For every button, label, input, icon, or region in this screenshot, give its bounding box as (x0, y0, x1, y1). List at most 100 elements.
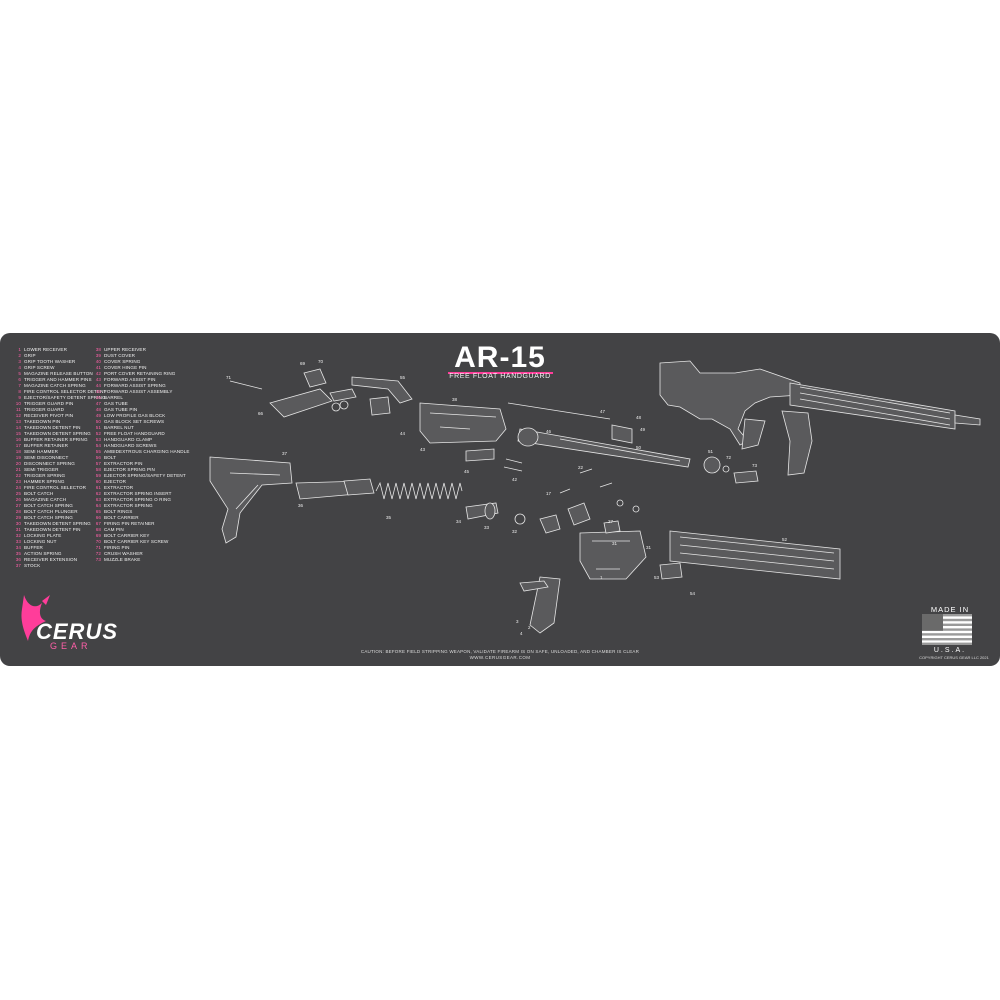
svg-text:73: 73 (752, 463, 758, 468)
website-text: WWW.CERUSGEAR.COM (469, 655, 531, 660)
part-number: 1 (18, 347, 21, 352)
bolt-carrier-group-illustration (229, 368, 391, 418)
part-number: 32 (15, 533, 21, 538)
part-name: TRIGGER GUARD (24, 407, 65, 412)
svg-text:66: 66 (258, 411, 264, 416)
cerus-gear-logo-icon (21, 595, 50, 641)
copyright-text: COPYRIGHT CERUS GEAR LLC 2021 (919, 655, 989, 660)
part-number: 63 (95, 497, 101, 502)
part-number: 56 (95, 455, 101, 460)
part-name: EJECTOR SPRING/SAFETY DETENT (104, 473, 186, 478)
part-name: TAKEDOWN DETENT PIN (24, 425, 81, 430)
part-name: LOCKING NUT (24, 539, 57, 544)
svg-text:38: 38 (452, 397, 458, 402)
part-number: 52 (95, 431, 101, 436)
svg-text:46: 46 (546, 429, 552, 434)
part-number: 35 (15, 551, 21, 556)
buffer-illustration (465, 502, 499, 520)
part-number: 47 (95, 401, 101, 406)
lower-receiver-illustration (579, 530, 647, 580)
svg-text:51: 51 (708, 449, 714, 454)
part-name: FIRING PIN RETAINER (104, 521, 155, 526)
part-name: SEMI TRIGGER (24, 467, 59, 472)
part-name: MAGAZINE CATCH (24, 497, 67, 502)
part-number: 19 (15, 455, 21, 460)
part-name: MAGAZINE CATCH SPRING (24, 383, 86, 388)
part-number: 68 (95, 527, 101, 532)
part-number: 17 (15, 443, 21, 448)
part-name: FIRE CONTROL SELECTOR (24, 485, 87, 490)
part-number: 50 (95, 419, 101, 424)
part-number: 7 (18, 383, 21, 388)
part-name: BOLT CATCH PLUNGER (24, 509, 78, 514)
part-name: BOLT (104, 455, 117, 460)
part-name: RECEIVER EXTENSION (24, 557, 78, 562)
svg-text:37: 37 (282, 451, 288, 456)
part-number: 51 (95, 425, 101, 430)
svg-text:36: 36 (298, 503, 304, 508)
part-name: HAMMER SPRING (24, 479, 65, 484)
part-number: 12 (15, 413, 21, 418)
part-number: 28 (15, 509, 21, 514)
part-name: COVER SPRING (104, 359, 141, 364)
part-number: 11 (16, 407, 21, 412)
caution-text: CAUTION: BEFORE FIELD STRIPPING WEAPON, … (360, 649, 640, 654)
part-name: FIRE CONTROL SELECTOR DETENT (24, 389, 107, 394)
svg-text:71: 71 (226, 375, 232, 380)
trigger-group-illustration (514, 468, 640, 534)
part-name: TAKEDOWN DETENT SPRING (24, 521, 91, 526)
part-number: 65 (95, 509, 101, 514)
part-number: 67 (95, 521, 101, 526)
part-name: CRUSH WASHER (104, 551, 143, 556)
part-name: EXTRACTOR SPRING O RING (104, 497, 172, 502)
svg-text:70: 70 (318, 359, 324, 364)
part-name: FORWARD ASSIST PIN (104, 377, 156, 382)
made-in-country: U.S.A. (933, 647, 967, 654)
part-number: 45 (95, 389, 101, 394)
part-name: BARREL (104, 395, 123, 400)
part-name: BOLT CATCH SPRING (24, 503, 73, 508)
part-name: EXTRACTOR PIN (104, 461, 143, 466)
svg-text:47: 47 (600, 409, 606, 414)
part-name: HANDGUARD CLAMP (104, 437, 153, 442)
part-number: 37 (15, 563, 21, 568)
title-underline (448, 372, 553, 374)
part-number: 44 (95, 383, 101, 388)
gas-tube-illustration (507, 402, 633, 444)
part-number: 62 (95, 491, 101, 496)
svg-text:45: 45 (464, 469, 470, 474)
page-title: AR-15 (454, 341, 546, 374)
part-number: 41 (95, 365, 101, 370)
exploded-parts-diagram: 38 55 66 71 69 70 44 43 46 47 48 49 50 4… (209, 359, 981, 636)
part-name: COVER HINGE PIN (104, 365, 147, 370)
part-number: 3 (18, 359, 21, 364)
part-number: 42 (95, 371, 101, 376)
svg-text:48: 48 (636, 415, 642, 420)
part-number: 16 (15, 437, 21, 442)
part-name: EJECTOR SPRING PIN (104, 467, 155, 472)
part-number: 40 (95, 359, 101, 364)
svg-text:69: 69 (300, 361, 306, 366)
svg-text:44: 44 (400, 431, 406, 436)
